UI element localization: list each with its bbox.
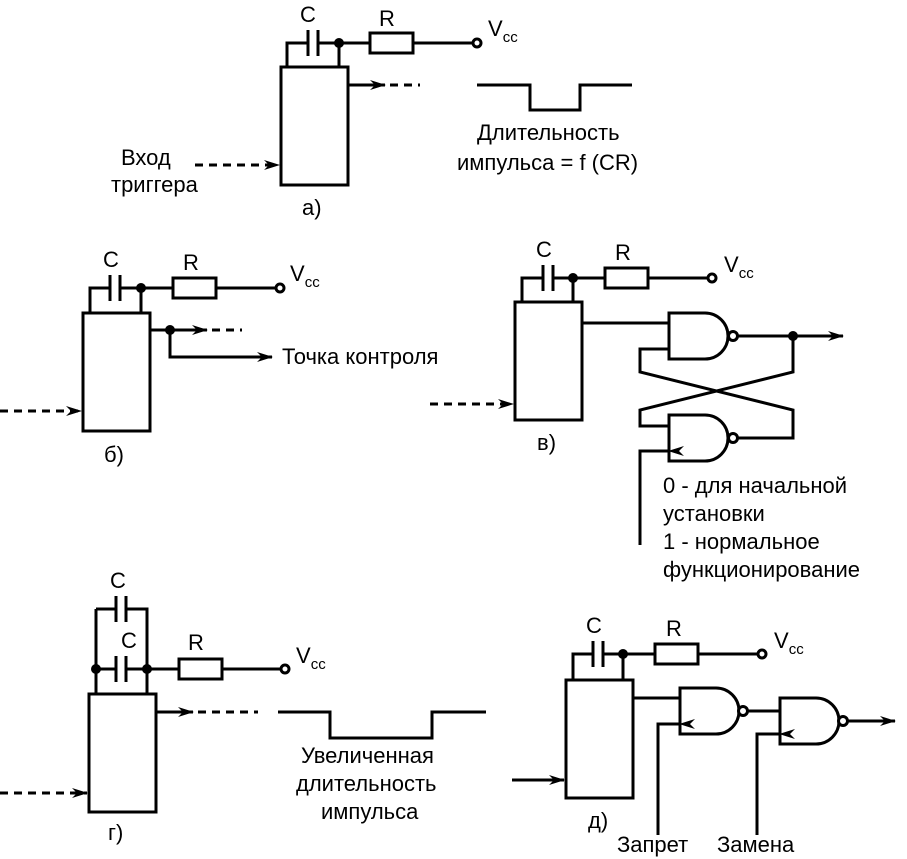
inhibit-label: Запрет bbox=[617, 832, 688, 857]
inverter-bubble bbox=[727, 432, 739, 444]
resistor-symbol bbox=[603, 266, 650, 290]
vcc-label: Vcc bbox=[774, 628, 804, 658]
trigger-input-label: Вход bbox=[121, 145, 171, 170]
monostable-block-b bbox=[81, 311, 152, 433]
vcc-terminal bbox=[756, 648, 768, 660]
monostable-block-d bbox=[564, 678, 635, 800]
resistor-symbol bbox=[653, 642, 700, 666]
circuit-d: C R Vcc Запрет Замена д) bbox=[512, 613, 896, 857]
nand-gate-lower bbox=[667, 413, 730, 463]
pulse-duration-formula: импульса = f (CR) bbox=[457, 150, 638, 175]
pulse-waveform bbox=[477, 83, 632, 112]
circuit-b: C R Vcc Точка контроля б) bbox=[0, 247, 438, 467]
test-point-label: Точка контроля bbox=[282, 344, 438, 369]
vcc-terminal bbox=[279, 663, 291, 675]
caption-v: в) bbox=[537, 430, 556, 455]
vcc-terminal bbox=[706, 272, 718, 284]
inhibit-input-arrow bbox=[656, 719, 695, 835]
capacitor-label: C bbox=[110, 568, 126, 593]
vcc-label: Vcc bbox=[290, 261, 320, 291]
nand-gate-upper bbox=[667, 311, 730, 361]
nand-gate-replace bbox=[778, 696, 841, 746]
resistor-symbol bbox=[171, 276, 218, 300]
caption-g: г) bbox=[108, 820, 123, 845]
pulse-label-2: длительность bbox=[296, 771, 437, 796]
pulse-label-3: импульса bbox=[321, 799, 419, 824]
reset-note-3: 1 - нормальное bbox=[663, 529, 820, 554]
resistor-symbol bbox=[368, 31, 415, 55]
pulse-waveform bbox=[278, 710, 486, 740]
capacitor-label: C bbox=[300, 2, 316, 27]
resistor-label: R bbox=[188, 630, 204, 655]
monostable-block-g bbox=[87, 692, 158, 814]
inverter-bubble bbox=[837, 715, 849, 727]
capacitor-label: C bbox=[103, 247, 119, 272]
vcc-label: Vcc bbox=[724, 252, 754, 282]
capacitor-label: C bbox=[586, 613, 602, 638]
junction-dot bbox=[91, 664, 101, 674]
reset-input-arrow bbox=[638, 446, 684, 545]
replace-label: Замена bbox=[717, 832, 795, 857]
vcc-label: Vcc bbox=[296, 643, 326, 673]
nand-gate-inhibit bbox=[678, 686, 741, 736]
replace-input-arrow bbox=[755, 729, 795, 835]
resistor-label: R bbox=[379, 6, 395, 31]
reset-note: 0 - для начальной bbox=[663, 473, 847, 498]
test-point-arrow bbox=[168, 330, 273, 362]
vcc-terminal bbox=[274, 282, 286, 294]
circuit-g: C C R Vcc Увеличенная длительность импул… bbox=[0, 568, 486, 845]
vcc-label: Vcc bbox=[488, 16, 518, 46]
reset-note-2: установки bbox=[663, 501, 765, 526]
monostable-block-v bbox=[513, 300, 584, 422]
inverter-bubble bbox=[737, 705, 749, 717]
resistor-label: R bbox=[615, 240, 631, 265]
caption-d: д) bbox=[588, 808, 608, 833]
circuit-v: C R Vcc 0 - для начальной установки 1 - … bbox=[430, 237, 860, 582]
circuit-a: C R Vcc Длительность импульса = f (CR) В… bbox=[111, 2, 638, 220]
vcc-terminal bbox=[471, 37, 483, 49]
caption-a: а) bbox=[302, 195, 322, 220]
capacitor-label: C bbox=[536, 237, 552, 262]
monostable-block-a bbox=[279, 65, 350, 187]
trigger-input-label-2: триггера bbox=[111, 172, 199, 197]
capacitor-label-2: C bbox=[121, 628, 137, 653]
pulse-duration-label: Длительность bbox=[477, 120, 620, 145]
caption-b: б) bbox=[104, 442, 124, 467]
resistor-label: R bbox=[666, 616, 682, 641]
resistor-label: R bbox=[183, 250, 199, 275]
resistor-symbol bbox=[177, 657, 224, 681]
inverter-bubble bbox=[727, 330, 739, 342]
pulse-label: Увеличенная bbox=[301, 743, 434, 768]
reset-note-4: функционирование bbox=[663, 557, 860, 582]
